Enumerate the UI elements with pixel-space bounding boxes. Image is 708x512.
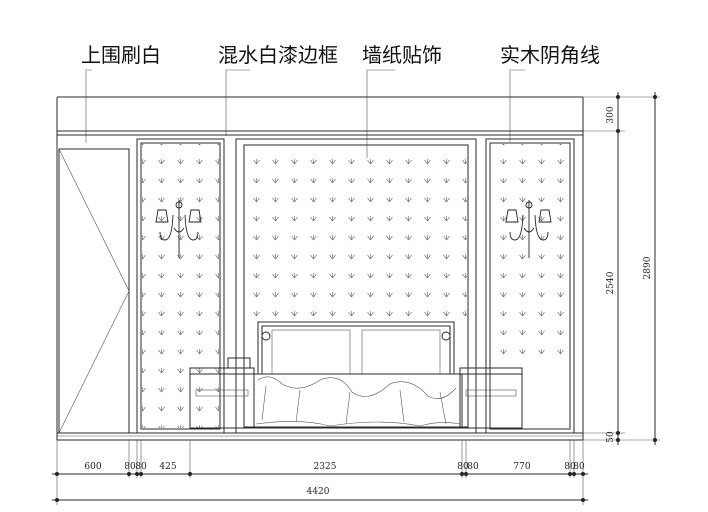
- bed-headboard: [257, 321, 455, 375]
- dim-right-300: 300: [606, 106, 616, 123]
- dim-bottom-80a: 80: [124, 462, 136, 472]
- dim-right-50: 50: [606, 431, 616, 443]
- dim-bottom-600: 600: [84, 462, 101, 472]
- left-wallpaper-panel: [136, 138, 225, 434]
- label-wallpaper: 墙纸贴饰: [362, 43, 442, 67]
- label-wood-line: 实木阴角线: [500, 43, 600, 67]
- right-wall-sconce: [505, 200, 552, 258]
- dim-height-2890: 2890: [643, 256, 653, 279]
- dim-bottom-2325: 2325: [314, 462, 337, 472]
- dim-bottom-80b: 80: [135, 462, 147, 472]
- left-wall-sconce: [155, 200, 202, 258]
- right-nightstand: [459, 367, 523, 429]
- right-wallpaper-panel: [485, 138, 575, 434]
- dim-bottom-80d: 80: [467, 462, 479, 472]
- dim-bottom-80f: 80: [573, 462, 585, 472]
- left-door-panel: [58, 148, 130, 434]
- bottom-dimension-lines: [52, 440, 588, 505]
- label-top-paint: 上围刷白: [81, 43, 161, 67]
- floor-skirting: [57, 432, 583, 441]
- dim-bottom-80e: 80: [564, 462, 576, 472]
- left-nightstand: [189, 357, 255, 429]
- wall-outline: [56, 96, 584, 440]
- dim-total-4420: 4420: [307, 487, 330, 497]
- dim-bottom-80c: 80: [457, 462, 469, 472]
- leader-wood-line: [509, 69, 525, 142]
- dim-bottom-770: 770: [513, 462, 530, 472]
- leader-frame-paint: [225, 69, 250, 136]
- leader-top-paint: [85, 69, 92, 143]
- center-wallpaper-panel: [235, 138, 477, 434]
- label-frame-paint: 混水白漆边框: [218, 43, 338, 67]
- dim-right-2540: 2540: [606, 271, 616, 294]
- right-dimension-lines: [583, 92, 660, 445]
- bed-body: [253, 373, 463, 429]
- leader-lines: [85, 69, 525, 158]
- dim-bottom-425: 425: [159, 462, 176, 472]
- leader-wallpaper: [366, 69, 395, 158]
